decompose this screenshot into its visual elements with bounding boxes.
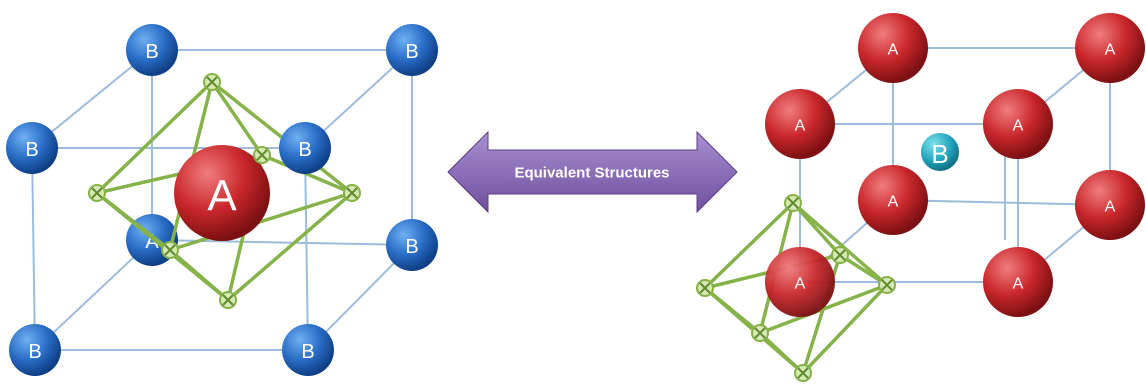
svg-text:A: A — [888, 194, 899, 211]
right-x-markers — [696, 194, 896, 382]
x-marker — [878, 276, 896, 294]
svg-text:B: B — [405, 41, 418, 63]
right-a-atoms-back: A A A A — [858, 13, 1145, 240]
b-atom: B — [6, 122, 58, 174]
a-atom: A — [858, 165, 928, 235]
right-center-b-atom: B — [919, 131, 961, 173]
a-atom: A — [1075, 13, 1145, 83]
left-x-markers — [88, 73, 361, 309]
svg-text:A: A — [888, 42, 899, 59]
x-marker — [751, 324, 769, 342]
x-marker — [253, 146, 271, 164]
svg-text:B: B — [301, 341, 314, 363]
a-atom: A — [765, 247, 835, 317]
left-center-a-label: A — [207, 172, 237, 221]
x-marker — [831, 246, 849, 264]
right-center-b-label: B — [931, 139, 948, 169]
svg-text:A: A — [1013, 276, 1024, 293]
a-atom: A — [765, 89, 835, 159]
x-marker — [696, 279, 714, 297]
x-marker — [784, 194, 802, 212]
svg-text:A: A — [1013, 118, 1024, 135]
x-marker — [794, 364, 812, 382]
equivalent-structures-arrow: Equivalent Structures — [447, 130, 738, 214]
svg-text:B: B — [405, 236, 418, 258]
right-a-atoms-front: A A A A — [765, 89, 1053, 317]
svg-text:A: A — [1105, 199, 1116, 216]
left-b-atoms: B B B B B B B — [6, 24, 438, 376]
a-atom: A — [1075, 170, 1145, 240]
a-atom: A — [983, 89, 1053, 159]
b-atom: B — [282, 324, 334, 376]
a-atom: A — [858, 13, 928, 83]
b-atom: B — [279, 122, 331, 174]
svg-text:A: A — [1105, 42, 1116, 59]
b-atom: B — [9, 324, 61, 376]
b-atom: B — [386, 219, 438, 271]
x-marker — [161, 241, 179, 259]
x-marker — [88, 184, 106, 202]
x-marker — [203, 73, 221, 91]
a-atom: A — [983, 247, 1053, 317]
x-marker — [219, 291, 237, 309]
svg-text:B: B — [28, 341, 41, 363]
left-structure: A A — [6, 24, 438, 376]
arrow-label: Equivalent Structures — [514, 165, 669, 182]
svg-text:B: B — [25, 139, 38, 161]
right-structure: A A A A B A A A — [696, 13, 1145, 382]
b-atom: B — [126, 24, 178, 76]
svg-text:B: B — [298, 139, 311, 161]
svg-text:B: B — [145, 41, 158, 63]
b-atom: B — [386, 24, 438, 76]
svg-text:A: A — [795, 276, 806, 293]
left-center-a-atom: A — [174, 145, 270, 241]
svg-text:A: A — [795, 118, 806, 135]
x-marker — [343, 184, 361, 202]
